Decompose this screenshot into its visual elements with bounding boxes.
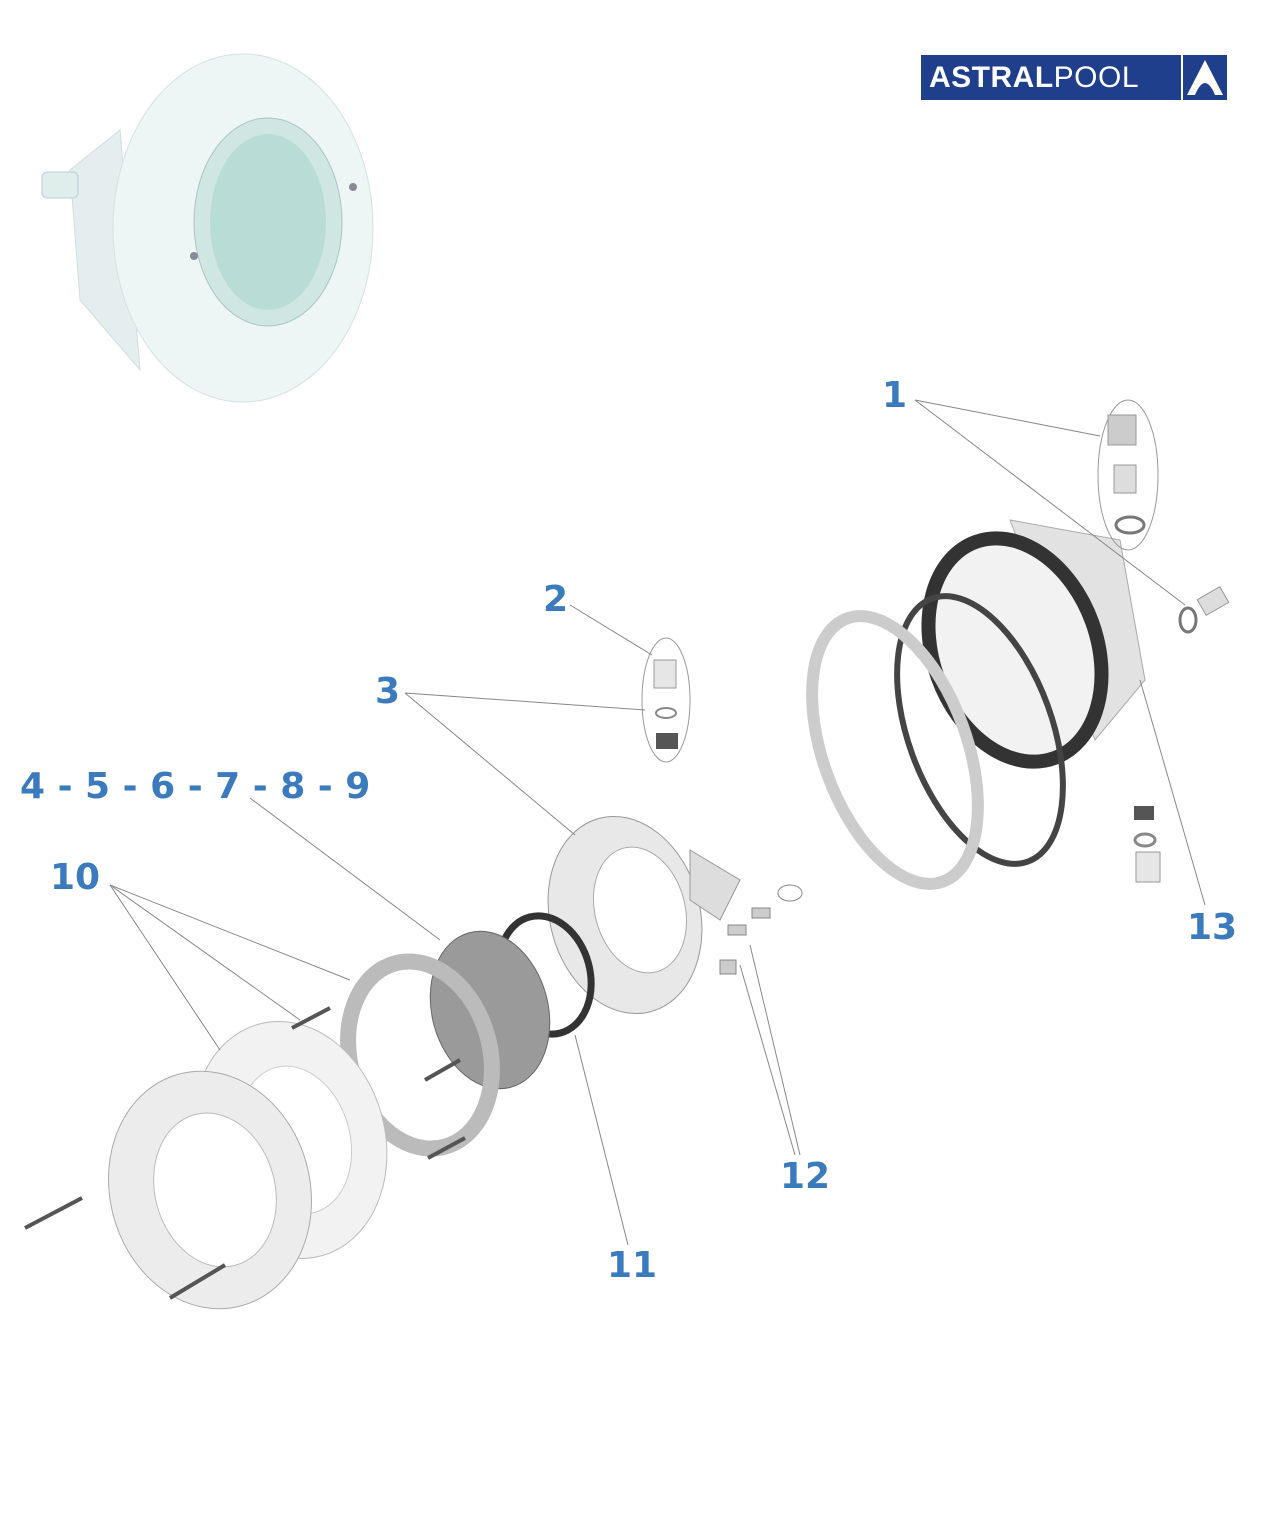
logo-text-bold: ASTRAL [929,60,1054,94]
assembled-light-photo [41,53,374,403]
logo-text-light: POOL [1053,60,1140,94]
part-2-fittings [641,637,691,763]
astralpool-logo: ASTRALPOOL [921,55,1227,100]
leader-lines [109,399,1206,1246]
label-10: 10 [50,857,101,898]
part-lens [429,930,551,1090]
part-13-housing [806,519,1146,890]
part-13-extra-fittings [1133,806,1161,883]
part-3-flange [547,815,741,1015]
part-1-fittings [1097,399,1230,634]
label-11: 11 [607,1245,658,1286]
label-4-9: 4 - 5 - 6 - 7 - 8 - 9 [20,766,371,807]
part-10-front-covers [108,1021,388,1310]
label-3: 3 [375,671,401,712]
label-2: 2 [543,579,569,620]
label-1: 1 [882,375,908,416]
label-13: 13 [1187,907,1238,948]
logo-triangle-icon [1181,55,1223,100]
label-12: 12 [780,1156,831,1197]
screws [24,1006,466,1300]
part-12-small-parts [719,884,803,975]
